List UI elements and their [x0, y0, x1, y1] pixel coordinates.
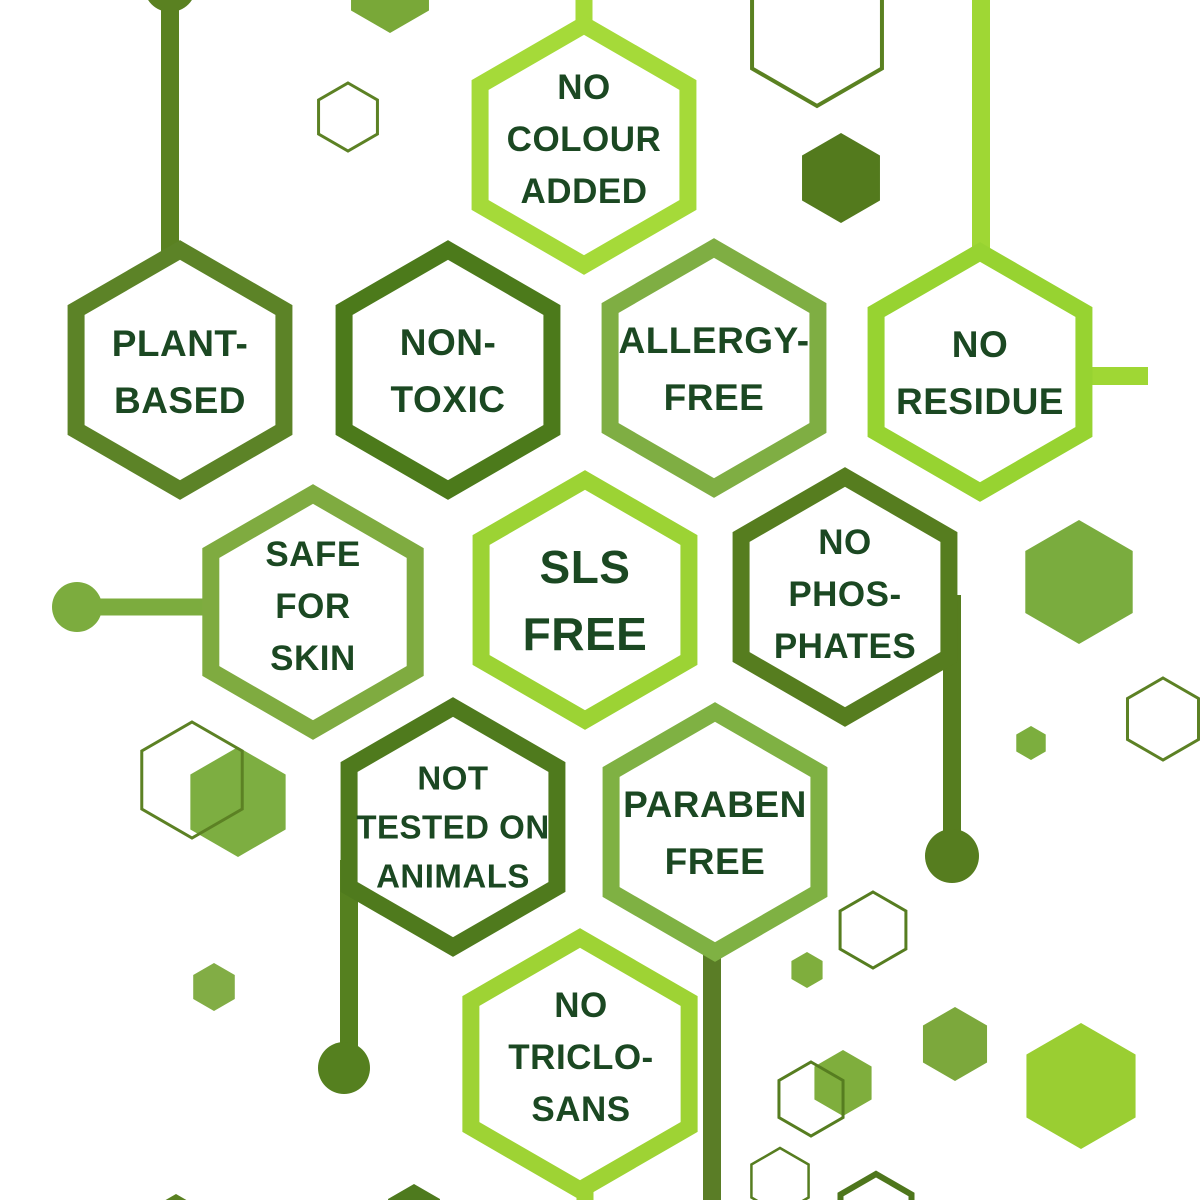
node-dot-icon	[148, 0, 192, 12]
badge-text-line: ANIMALS	[376, 857, 530, 895]
hexagon-no-colour-added	[471, 15, 697, 275]
decor-hexagon-outline-icon	[837, 1170, 915, 1200]
badge-text-line: FREE	[663, 377, 765, 418]
badge-text-line: FREE	[664, 841, 766, 882]
decor-hexagon-outline-icon	[777, 1060, 845, 1138]
decor-hexagon-icon	[351, 0, 429, 33]
hexagon-plant-based	[67, 240, 293, 500]
decor-hexagon-icon	[193, 963, 235, 1011]
decor-hexagon-icon	[1025, 520, 1133, 644]
decor-hexagon-icon	[190, 747, 286, 857]
decor-hexagon-icon	[1026, 1023, 1136, 1149]
hexagon-no-residue	[867, 242, 1093, 502]
decor-hexagon-outline-icon	[1125, 676, 1200, 762]
hexagon-non-toxic	[335, 240, 561, 500]
badge-text-line: SLS	[539, 541, 631, 593]
decor-hexagon-icon	[791, 952, 823, 988]
decor-hexagon-outline-icon	[140, 720, 244, 840]
badge-text-line: BASED	[113, 380, 247, 421]
decor-hexagon-icon	[388, 1184, 440, 1200]
badge-text-line: SKIN	[270, 639, 356, 678]
badge-text-line: FREE	[522, 608, 648, 660]
node-dot-icon	[52, 582, 102, 632]
decor-hexagon-outline-icon	[750, 0, 884, 109]
decor-hexagon-icon	[1016, 726, 1046, 760]
badge-label-non-toxic: NON- TOXIC	[391, 314, 506, 428]
badge-text-line: NO	[951, 324, 1009, 365]
decor-hexagon-outline-icon	[838, 890, 908, 970]
badge-text-line: COLOUR	[506, 120, 662, 159]
badge-label-no-triclosans: NO TRICLO- SANS	[508, 980, 653, 1136]
badge-label-sls-free: SLS FREE	[523, 534, 648, 668]
badge-text-line: FOR	[275, 587, 351, 626]
badge-text-line: NOT	[417, 759, 489, 797]
badge-text-line: NO	[554, 986, 608, 1025]
badge-label-no-residue: NO RESIDUE	[896, 316, 1064, 430]
badge-text-line: PHOS-	[788, 575, 902, 614]
badge-label-not-tested-on-animals: NOT TESTED ON ANIMALS	[356, 754, 549, 901]
hexagon-allergy-free	[601, 238, 827, 498]
badge-text-line: ALLERGY-	[618, 320, 810, 361]
badge-label-no-phosphates: NO PHOS- PHATES	[774, 517, 916, 673]
decor-hexagon-outline-icon	[750, 1146, 810, 1200]
badge-label-paraben-free: PARABEN FREE	[623, 776, 807, 890]
decor-hexagon-icon	[802, 133, 880, 223]
badge-text-line: SAFE	[265, 535, 361, 574]
hexagon-not-tested-on-animals	[340, 697, 566, 957]
decor-hexagon-icon	[165, 1194, 187, 1200]
badge-text-line: SANS	[531, 1090, 631, 1129]
decor-hexagon-outline-icon	[317, 81, 379, 153]
badge-text-line: NO	[818, 523, 872, 562]
hexagon-no-triclosans	[462, 928, 698, 1200]
badge-text-line: TRICLO-	[508, 1038, 654, 1077]
badge-label-no-colour-added: NO COLOUR ADDED	[507, 62, 662, 218]
node-dot-icon	[318, 1042, 370, 1094]
decor-hexagon-icon	[922, 1007, 988, 1081]
badge-text-line: TESTED ON	[356, 808, 550, 846]
badge-text-line: RESIDUE	[896, 381, 1064, 422]
badge-text-line: ADDED	[520, 172, 648, 211]
node-dot-icon	[925, 829, 979, 883]
badge-text-line: NON-	[399, 322, 497, 363]
hexagon-no-phosphates	[732, 467, 958, 727]
badge-text-line: NO	[557, 68, 611, 107]
hexagon-sls-free	[472, 470, 698, 730]
badge-text-line: PHATES	[773, 627, 917, 666]
badge-text-line: PARABEN	[623, 784, 807, 825]
badge-label-allergy-free: ALLERGY- FREE	[618, 312, 809, 426]
badge-text-line: TOXIC	[390, 379, 506, 420]
badge-label-plant-based: PLANT- BASED	[112, 315, 249, 429]
badge-label-safe-for-skin: SAFE FOR SKIN	[265, 529, 360, 685]
hexagon-safe-for-skin	[202, 484, 424, 740]
hexagon-paraben-free	[602, 702, 828, 962]
badge-text-line: PLANT-	[111, 323, 249, 364]
